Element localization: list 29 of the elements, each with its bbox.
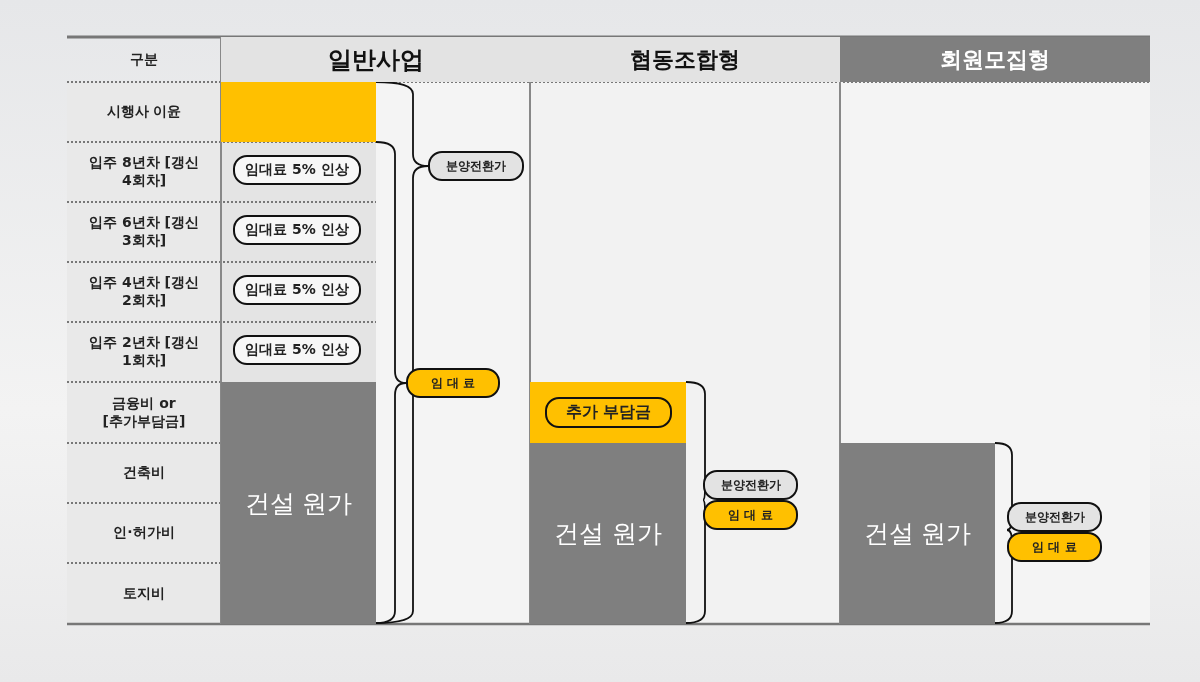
rent-pill: 임 대 료 (703, 500, 798, 530)
rent-increase-pill: 임대료 5% 인상 (233, 155, 361, 185)
rent-increase-pill: 임대료 5% 인상 (233, 335, 361, 365)
charge-block (530, 382, 686, 443)
rent-increase-pill: 임대료 5% 인상 (233, 215, 361, 245)
header-cell: 협동조합형 (530, 37, 840, 82)
header-cell: 회원모집형 (840, 37, 1150, 82)
cost-block: 건설 원가 (840, 443, 995, 624)
row-label: 입주 2년차 [갱신 1회차] (88, 333, 200, 370)
row-label: 건축비 (122, 463, 166, 482)
sale-price-pill: 분양전환가 (1007, 502, 1102, 532)
header-cell: 일반사업 (221, 37, 530, 82)
profit-block (221, 82, 376, 142)
cost-block: 건설 원가 (530, 443, 686, 624)
charge-pill: 추가 부담금 (545, 397, 672, 428)
row-label: 금융비 or [추가부담금] (101, 393, 187, 431)
row-label: 시행사 이윤 (105, 102, 183, 121)
row-label: 입주 6년차 [갱신 3회차] (88, 213, 200, 250)
sale-price-pill: 분양전환가 (703, 470, 798, 500)
rent-increase-pill: 임대료 5% 인상 (233, 275, 361, 305)
header-cell-text: 구분 (129, 49, 159, 69)
row-label: 토지비 (122, 583, 166, 603)
rent-pill: 임 대 료 (1007, 532, 1102, 562)
sale-price-pill: 분양전환가 (428, 151, 524, 181)
row-label: 입주 4년차 [갱신 2회차] (88, 273, 200, 310)
row-label: 입주 8년차 [갱신 4회차] (88, 153, 200, 190)
row-label: 인·허가비 (112, 523, 176, 542)
cost-block: 건설 원가 (221, 382, 376, 624)
rent-pill: 임 대 료 (406, 368, 500, 398)
